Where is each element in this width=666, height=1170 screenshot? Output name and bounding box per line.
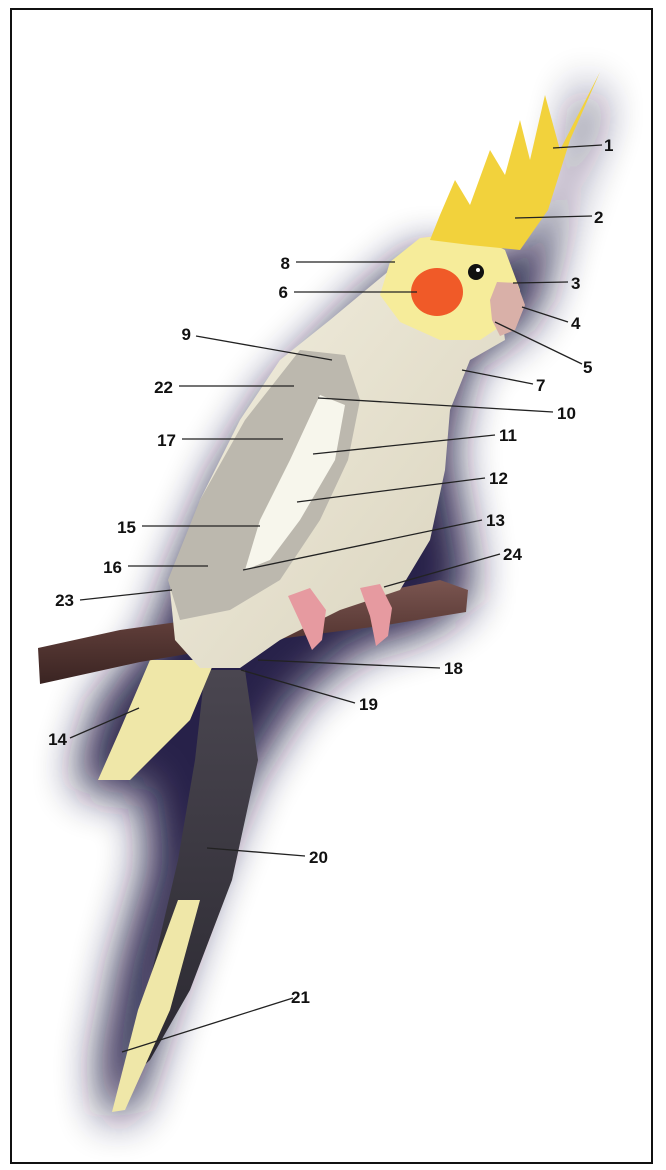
label-10: 10: [557, 404, 576, 423]
label-19: 19: [359, 695, 378, 714]
label-15: 15: [117, 518, 136, 537]
label-6: 6: [279, 283, 288, 302]
label-8: 8: [281, 254, 290, 273]
label-14: 14: [48, 730, 67, 749]
label-4: 4: [571, 314, 581, 333]
label-11: 11: [499, 426, 517, 445]
label-24: 24: [503, 545, 522, 564]
head: [380, 72, 600, 340]
label-21: 21: [291, 988, 310, 1007]
label-12: 12: [489, 469, 508, 488]
leader-line-5: [495, 322, 582, 364]
label-20: 20: [309, 848, 328, 867]
label-9: 9: [182, 325, 191, 344]
label-13: 13: [486, 511, 505, 530]
label-23: 23: [55, 591, 74, 610]
label-2: 2: [594, 208, 603, 227]
label-16: 16: [103, 558, 122, 577]
label-17: 17: [157, 431, 176, 450]
leader-line-23: [80, 590, 172, 600]
label-7: 7: [536, 376, 545, 395]
label-18: 18: [444, 659, 463, 678]
leader-line-7: [462, 370, 533, 384]
label-1: 1: [604, 136, 613, 155]
label-5: 5: [583, 358, 592, 377]
label-3: 3: [571, 274, 580, 293]
label-22: 22: [154, 378, 173, 397]
